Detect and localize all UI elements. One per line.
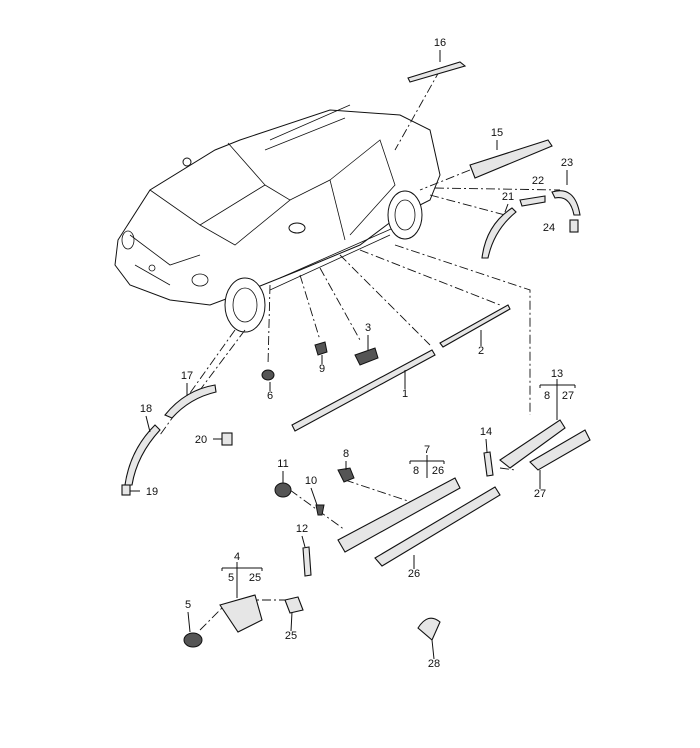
part-2-strip: [439, 304, 511, 348]
callout-23: 23: [561, 157, 573, 169]
callout-4-sub-25: 25: [249, 572, 261, 584]
part-17-arch: [164, 384, 217, 419]
callout-28: 28: [428, 658, 440, 670]
part-11-clip: [274, 482, 292, 498]
part-14: [483, 451, 494, 477]
callout-17: 17: [181, 370, 193, 382]
callout-11: 11: [277, 458, 288, 470]
parts: [121, 61, 591, 648]
callout-6: 6: [267, 390, 273, 402]
callout-13: 13: [551, 368, 563, 380]
callout-27: 27: [534, 488, 546, 500]
part-9-clip: [314, 341, 328, 356]
part-5-clip: [183, 632, 203, 648]
part-26-panel: [374, 486, 501, 567]
callout-15: 15: [491, 127, 503, 139]
part-25-piece: [284, 596, 304, 614]
callout-9: 9: [319, 363, 325, 375]
part-27-panel: [529, 429, 591, 471]
part-13-panel: [499, 419, 566, 469]
part-28-cap: [417, 617, 441, 641]
callout-8: 8: [343, 448, 349, 460]
vehicle-illustration: [114, 104, 441, 333]
part-15-trim: [469, 139, 553, 179]
callout-4: 4: [234, 551, 240, 563]
callout-13-sub-8: 8: [544, 390, 550, 402]
callout-4-sub-5: 5: [228, 572, 234, 584]
part-7-panel: [337, 477, 461, 553]
part-21-arch: [481, 207, 517, 259]
part-3-clip: [354, 347, 379, 366]
callout-1: 1: [402, 388, 408, 400]
part-19: [121, 484, 131, 496]
part-12: [302, 546, 312, 577]
callout-22: 22: [532, 175, 544, 187]
callout-7-sub-8: 8: [413, 465, 419, 477]
callout-14: 14: [480, 426, 492, 438]
callout-26: 26: [408, 568, 420, 580]
part-1-strip: [291, 349, 436, 432]
part-10-screw: [315, 504, 325, 516]
part-20: [221, 432, 233, 446]
part-16-trim: [407, 61, 467, 83]
callout-25: 25: [285, 630, 297, 642]
callout-16: 16: [434, 37, 446, 49]
callout-19: 19: [146, 486, 158, 498]
callout-stems: [221, 379, 576, 598]
part-23: [551, 190, 581, 216]
callout-3: 3: [365, 322, 371, 334]
callout-7: 7: [424, 444, 430, 456]
callout-21: 21: [502, 191, 514, 203]
callout-18: 18: [140, 403, 152, 415]
part-6-clip: [261, 369, 275, 381]
callout-7-sub-26: 26: [432, 465, 444, 477]
part-24: [569, 219, 579, 233]
callout-labels: 16 15 23 22 21 24 3 2 9 6 1 13 8 27 17 1…: [140, 37, 574, 670]
callout-12: 12: [296, 523, 308, 535]
label-ticks: [130, 50, 568, 660]
part-8-clip: [337, 467, 355, 483]
callout-10: 10: [305, 475, 317, 487]
callout-2: 2: [478, 345, 484, 357]
callout-5: 5: [185, 599, 191, 611]
part-22: [519, 195, 546, 207]
callout-13-sub-27: 27: [562, 390, 574, 402]
part-4-flap: [219, 594, 263, 633]
callout-24: 24: [543, 222, 555, 234]
part-18-arch: [124, 424, 161, 486]
callout-20: 20: [195, 434, 207, 446]
